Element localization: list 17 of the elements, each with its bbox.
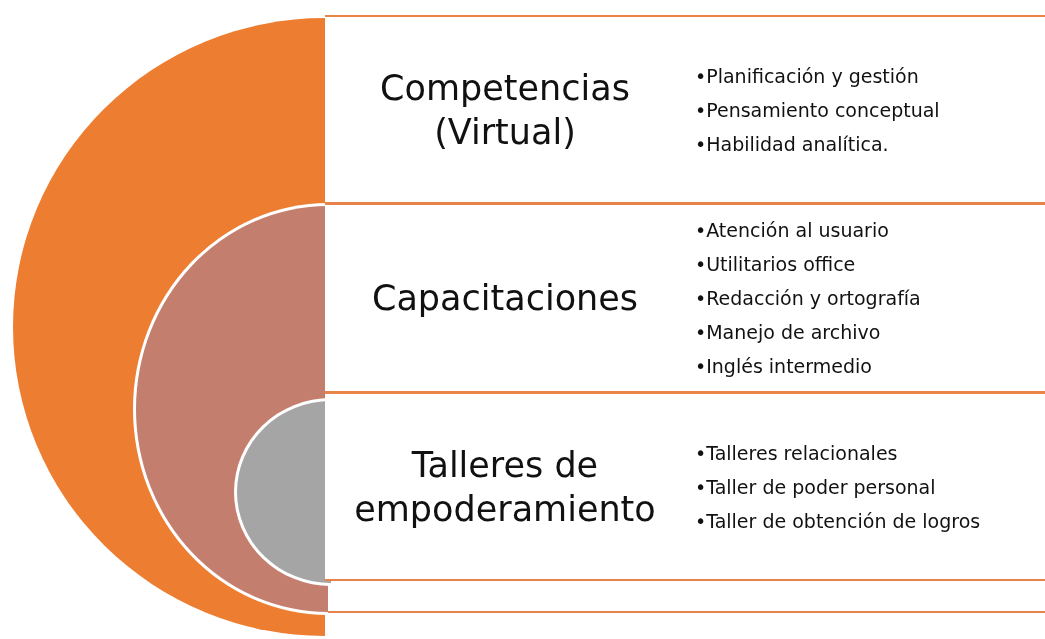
list-row bbox=[325, 392, 1045, 581]
row-heading: Capacitaciones bbox=[371, 277, 639, 320]
list-item: •Inglés intermedio bbox=[695, 354, 873, 379]
list-item: •Redacción y ortografía bbox=[695, 286, 921, 311]
list-item: •Taller de poder personal bbox=[695, 474, 937, 500]
list-item: •Pensamiento conceptual bbox=[695, 97, 940, 123]
list-item: •Utilitarios office bbox=[695, 252, 857, 277]
list-item: •Talleres relacionales bbox=[695, 440, 899, 466]
row-heading: Talleres de empoderamiento bbox=[353, 443, 657, 531]
list-item: •Habilidad analítica. bbox=[695, 131, 890, 157]
row-heading: Competencias (Virtual) bbox=[379, 66, 631, 154]
list-item: •Atención al usuario bbox=[695, 218, 890, 243]
list-row bbox=[325, 15, 1045, 204]
list-item: •Taller de obtención de logros bbox=[695, 508, 981, 534]
list-item: •Manejo de archivo bbox=[695, 320, 882, 345]
list-row bbox=[325, 203, 1045, 393]
list-item: •Planificación y gestión bbox=[695, 63, 920, 89]
